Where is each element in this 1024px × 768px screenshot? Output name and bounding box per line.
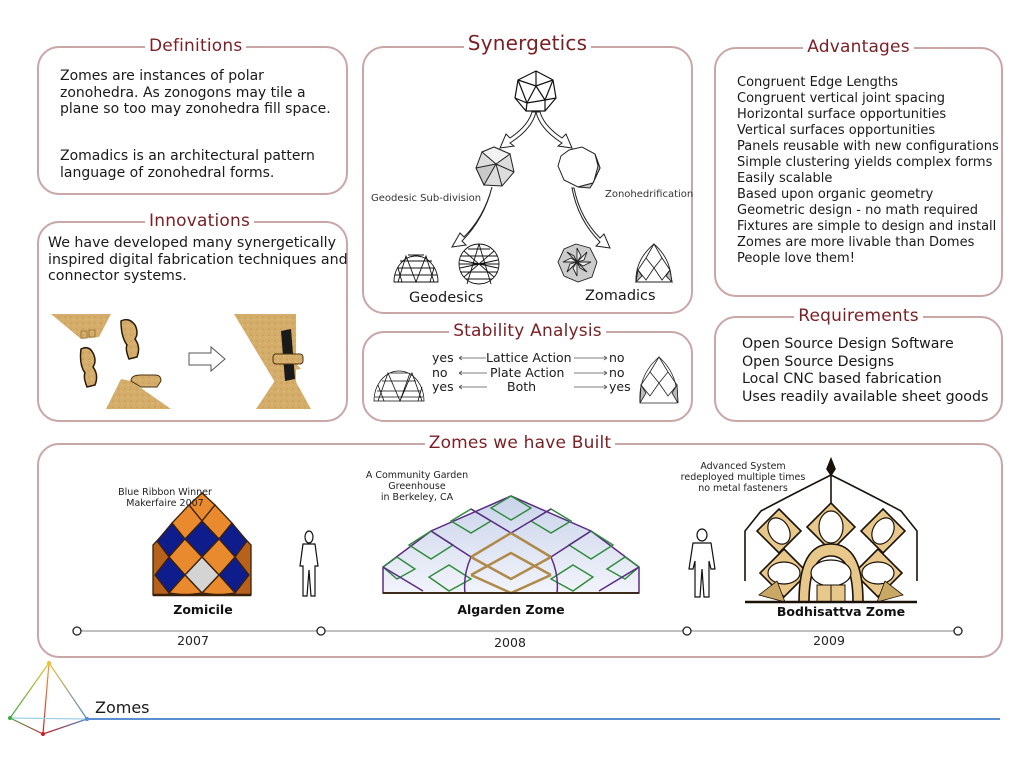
geodesics-label: Geodesics (409, 290, 484, 306)
advantages-panel: Advantages Congruent Edge Lengths Congru… (714, 37, 1003, 297)
algarden-name: Algarden Zome (457, 602, 565, 617)
geodesic-dome-icon (373, 370, 425, 403)
subdivision-arrow-icon (451, 186, 493, 248)
timeline-node (682, 626, 692, 636)
advantage-item: Horizontal surface opportunities (737, 107, 947, 122)
advantage-item: Zomes are more livable than Domes (737, 235, 975, 250)
requirement-item: Uses readily available sheet goods (742, 388, 989, 405)
definition-zomadics: Zomadics is an architectural pattern lan… (60, 148, 315, 181)
person-scale-figure-icon (299, 530, 319, 597)
timeline (72, 626, 963, 636)
advantages-list: Congruent Edge Lengths Congruent vertica… (737, 75, 999, 267)
bodhisattva-zome-illustration (744, 456, 918, 604)
innovations-panel: Innovations We have developed many syner… (37, 211, 348, 422)
definitions-panel: Definitions Zomes are instances of polar… (37, 36, 348, 195)
both-right-arrow-icon (574, 384, 608, 390)
zomadics-label: Zomadics (585, 288, 656, 304)
synergetics-diagram (393, 70, 673, 285)
right-arrow-icon (188, 345, 226, 373)
requirement-item: Local CNC based fabrication (742, 371, 942, 387)
advantages-title: Advantages (803, 37, 914, 57)
zonohedron-icon (557, 146, 601, 189)
requirements-title: Requirements (794, 306, 923, 326)
assembled-connector-icon (234, 314, 311, 409)
advantage-item: Congruent Edge Lengths (737, 75, 899, 90)
tetrahedron-logo-icon (8, 661, 89, 736)
both-left-arrow-icon (458, 384, 487, 390)
advantage-item: Fixtures are simple to design and instal… (737, 219, 997, 234)
advantage-item: Based upon organic geometry (737, 187, 934, 202)
geodesic-icosahedron-icon (475, 146, 515, 187)
algarden-caption: A Community Garden Greenhouse in Berkele… (365, 470, 469, 503)
lattice-zome-value: no (609, 350, 625, 365)
zonohedrification-label: Zonohedrification (605, 189, 694, 200)
geodesic-dome-icon (393, 254, 439, 284)
definition-zomes: Zomes are instances of polar zonohedra. … (60, 68, 331, 117)
plate-geodesic-value: no (432, 365, 448, 380)
lattice-right-arrow-icon (574, 355, 608, 361)
advantage-item: Simple clustering yields complex forms (737, 155, 993, 170)
lattice-action-label: Lattice Action (486, 350, 572, 365)
branch-arrows-icon (499, 111, 573, 149)
advantage-item: Vertical surfaces opportunities (737, 123, 936, 138)
requirements-list: Open Source Design Software Open Source … (742, 336, 988, 406)
footer-divider (86, 718, 1000, 720)
requirement-item: Open Source Design Software (742, 336, 954, 352)
zome-icon (635, 243, 673, 284)
built-illustrations (72, 456, 963, 636)
stability-analysis-panel: Stability Analysis yes Lattice Action no… (362, 321, 693, 422)
requirements-panel: Requirements Open Source Design Software… (714, 306, 1003, 422)
definitions-title: Definitions (145, 36, 247, 56)
bodhisattva-caption: Advanced System redeployed multiple time… (680, 461, 806, 494)
zonohedrification-arrow-icon (571, 187, 611, 249)
zomes-built-panel: Zomes we have Built (37, 433, 1003, 658)
plate-action-label: Plate Action (490, 365, 565, 380)
zomicile-name: Zomicile (173, 602, 233, 617)
stability-arrows (458, 355, 608, 390)
bodhisattva-name: Bodhisattva Zome (776, 604, 906, 619)
zomicile-illustration (152, 492, 252, 597)
both-geodesic-value: yes (432, 379, 454, 394)
lattice-geodesic-value: yes (432, 350, 454, 365)
stability-diagram (373, 355, 679, 404)
plate-left-arrow-icon (458, 370, 487, 376)
advantage-item: Congruent vertical joint spacing (737, 91, 946, 106)
exploded-connector-icon (51, 314, 171, 409)
zomicile-year: 2007 (177, 633, 209, 648)
connector-illustration (51, 314, 311, 409)
footer-title: Zomes (95, 698, 150, 717)
icosahedron-icon (514, 70, 557, 112)
both-zome-value: yes (609, 379, 631, 394)
zomadic-star-icon (557, 243, 598, 283)
advantage-item: People love them! (737, 251, 855, 266)
both-label: Both (507, 379, 537, 394)
synergetics-panel: Synergetics (362, 31, 694, 314)
algarden-zome-illustration (381, 495, 641, 595)
plate-zome-value: no (609, 365, 625, 380)
advantage-item: Geometric design - no math required (737, 203, 978, 218)
geodesic-subdivision-label: Geodesic Sub-division (371, 193, 482, 204)
algarden-year: 2008 (494, 635, 526, 650)
requirement-item: Open Source Designs (742, 353, 895, 370)
lattice-left-arrow-icon (458, 355, 486, 361)
advantage-item: Easily scalable (737, 171, 833, 186)
geodesic-sphere-icon (458, 243, 500, 285)
zomicile-caption: Blue Ribbon Winner Makerfaire 2007 (118, 487, 212, 509)
advantage-item: Panels reusable with new configurations (737, 139, 999, 154)
bodhisattva-year: 2009 (813, 633, 845, 648)
innovations-title: Innovations (145, 211, 255, 231)
timeline-node (72, 626, 82, 636)
innovations-text: We have developed many synergetically in… (48, 235, 348, 284)
zome-icon (639, 356, 679, 404)
plate-right-arrow-icon (574, 370, 608, 376)
timeline-node (316, 626, 326, 636)
person-scale-figure-icon (688, 528, 716, 598)
timeline-node (953, 626, 963, 636)
